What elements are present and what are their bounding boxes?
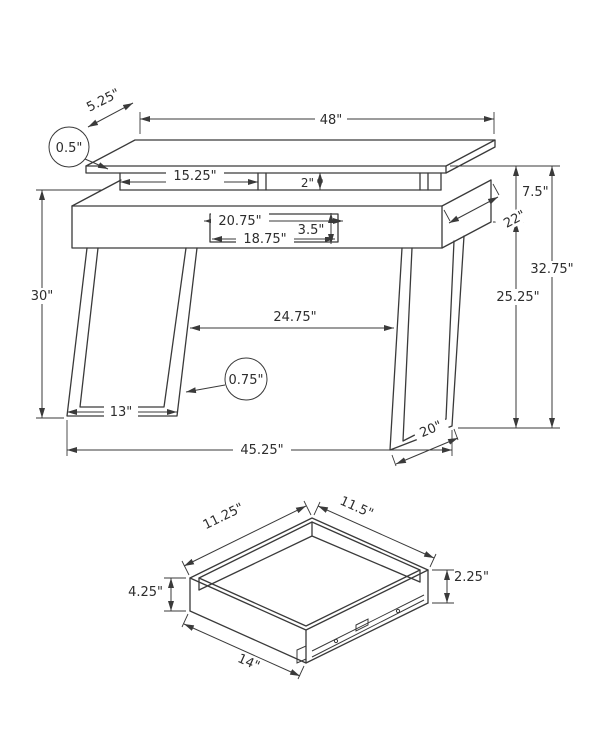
drawer-dimensions: 11.25" 11.5" 2.25" 4.25" 14" (128, 494, 489, 680)
dim-cubby-width-label: 15.25" (173, 169, 216, 184)
dim-drawer-side-height-label: 4.25" (128, 585, 163, 600)
dim-drawer-height-label: 3.5" (298, 223, 325, 238)
dim-drawer-inner-label: 18.75" (243, 232, 286, 247)
dim-hutch-depth-label: 5.25" (84, 86, 122, 115)
dim-clearance-label: 25.25" (496, 290, 539, 305)
dim-top-width-label: 48" (320, 113, 343, 128)
note-frame-thickness-label: 0.75" (229, 373, 264, 388)
dim-drawer-bottom-width-label: 14" (235, 651, 262, 674)
desk-dimensions: 48" 5.25" 0.5" 15.25" 2" 7.5" 25.25" 32.… (26, 86, 579, 467)
dim-base-width-label: 45.25" (240, 443, 283, 458)
dim-desk-height-label: 30" (31, 289, 54, 304)
desk-outline (66, 139, 496, 451)
dim-leg-gap-label: 24.75" (273, 310, 316, 325)
dim-drawer-inner-height-label: 2.25" (454, 570, 489, 585)
dim-overall-height-label: 32.75" (530, 262, 573, 277)
dim-drawer-outer-label: 20.75" (218, 214, 261, 229)
dim-cubby-height-label: 2" (301, 176, 314, 190)
dim-hutch-height-label: 7.5" (522, 185, 549, 200)
dim-foot-width-label: 13" (110, 405, 133, 420)
note-top-thickness-label: 0.5" (56, 141, 83, 156)
dim-drawer-top-width-label: 11.25" (201, 501, 246, 533)
drawer-outline (189, 517, 429, 664)
